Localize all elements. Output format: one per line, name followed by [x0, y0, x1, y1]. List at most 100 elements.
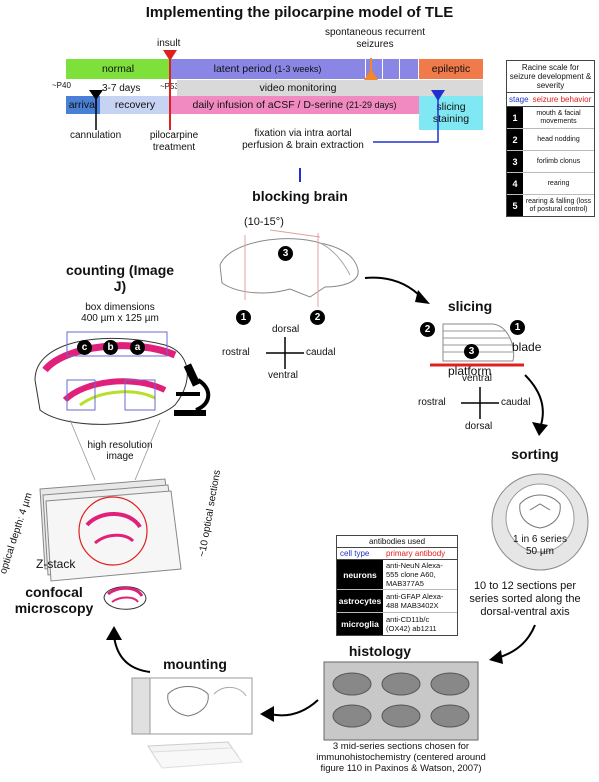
racine-stage: 3 — [507, 151, 523, 172]
slicing-marker-2: 2 — [420, 322, 435, 337]
racine-stage: 4 — [507, 173, 523, 194]
racine-row: 4 rearing — [507, 173, 594, 195]
antibody-cell: microglia — [337, 613, 383, 635]
microscope-icon — [174, 363, 211, 416]
counting-marker-c: c — [77, 340, 92, 355]
normal-bar: normal — [66, 59, 170, 79]
cannulation-marker-icon — [89, 90, 103, 100]
latent-label: latent period — [213, 63, 272, 75]
racine-row: 1 mouth & facial movements — [507, 107, 594, 129]
blocking-caudal: caudal — [306, 347, 336, 358]
racine-behavior: mouth & facial movements — [536, 109, 581, 125]
slicing-staining-label: slicing staining — [432, 101, 470, 125]
antibody-header: cell type primary antibody — [337, 548, 457, 560]
racine-row: 3 forlimb clonus — [507, 151, 594, 173]
antibody-name: anti-CD11b/c (OX42) ab1211 — [386, 615, 437, 633]
antibody-col-ab: primary antibody — [386, 549, 446, 558]
counting-highres: high resolution image — [87, 440, 153, 462]
p40-label: ~P40 — [52, 81, 71, 90]
arrow-to-histology-icon — [489, 624, 536, 664]
racine-col-stage: stage — [509, 95, 529, 104]
insult-marker-icon — [163, 50, 177, 61]
arrow-to-confocal-icon — [106, 626, 151, 673]
sorting-series: 1 in 6 series — [513, 534, 567, 545]
slicing-blade: blade — [512, 340, 542, 354]
blocking-marker-1: 1 — [236, 310, 251, 325]
racine-behavior: forlimb clonus — [536, 157, 581, 165]
racine-stage: 5 — [507, 195, 523, 216]
counting-marker-b: b — [103, 340, 118, 355]
blocking-dorsal: dorsal — [272, 324, 300, 335]
histology-heading: histology — [348, 643, 412, 659]
blocking-brain-drawing — [219, 229, 359, 307]
blocking-marker-2: 2 — [310, 310, 325, 325]
racine-behavior: rearing & falling (loss of postural cont… — [525, 197, 592, 213]
racine-table: Racine scale for seizure development & s… — [506, 60, 595, 217]
blocking-marker-3: 3 — [278, 246, 293, 261]
normal-label: normal — [101, 63, 135, 75]
timeline-markers — [89, 50, 445, 182]
racine-stage: 2 — [507, 129, 523, 150]
spontaneous-label: spontaneous recurrent seizures — [324, 27, 426, 50]
sorting-heading: sorting — [511, 446, 559, 462]
counting-heading: counting (Image J) — [65, 262, 175, 294]
spontaneous-marker-icon — [364, 69, 378, 80]
cannulation-label: cannulation — [70, 130, 122, 141]
latent-seg-3 — [400, 59, 418, 79]
racine-stage: 1 — [507, 107, 523, 128]
infusion-bar: daily infusion of aCSF / D-serine (21-29… — [170, 96, 419, 114]
antibody-cell: astrocytes — [337, 590, 383, 612]
latent-weeks: (1-3 weeks) — [274, 64, 322, 74]
sorting-desc: 10 to 12 sections per series sorted alon… — [469, 580, 581, 618]
sorting-thickness: 50 µm — [526, 546, 554, 557]
blocking-axis-cross — [266, 337, 304, 369]
latent-bar: latent period (1-3 weeks) — [170, 59, 365, 79]
video-bar: video monitoring — [177, 80, 419, 96]
counting-marker-a: a — [130, 340, 145, 355]
fixation-label: fixation via intra aortal perfusion & br… — [242, 128, 364, 151]
confocal-heading: confocal microscopy — [14, 584, 94, 616]
recovery-bar: recovery — [100, 96, 170, 114]
slicing-drawing — [430, 323, 524, 367]
blocking-angle: (10-15°) — [244, 216, 284, 228]
arrival-bar: arrival — [66, 96, 100, 114]
arrow-to-slicing-icon — [364, 276, 430, 304]
antibody-name: anti-NeuN Alexa-555 clone A60, MAB377A5 — [386, 561, 443, 588]
page-title: Implementing the pilocarpine model of TL… — [145, 4, 454, 21]
recovery-label: recovery — [114, 99, 156, 111]
histology-plate-drawing — [323, 661, 479, 741]
blocking-heading: blocking brain — [252, 188, 348, 204]
antibody-table: antibodies used cell type primary antibo… — [336, 535, 458, 636]
racine-caption: Racine scale for seizure development & s… — [507, 61, 594, 93]
slicing-axis-cross — [461, 387, 499, 419]
arrow-to-mounting-icon — [260, 699, 319, 722]
infusion-days: (21-29 days) — [345, 100, 397, 110]
video-label: video monitoring — [259, 82, 337, 94]
epileptic-label: epileptic — [431, 63, 471, 75]
counting-box-label: box dimensions — [85, 302, 155, 313]
fixation-marker-icon — [431, 90, 445, 101]
antibody-name: anti-GFAP Alexa-488 MAB3402X — [386, 592, 444, 610]
arrival-label: arrival — [68, 99, 98, 111]
antibody-col-cell: cell type — [340, 549, 370, 558]
racine-behavior: head nodding — [537, 135, 580, 143]
pilocarpine-label: pilocarpine treatment — [149, 130, 199, 153]
mounting-heading: mounting — [163, 656, 227, 672]
days-label: 3-7 days — [102, 83, 141, 94]
slicing-marker-3: 3 — [464, 344, 479, 359]
sorting-well-drawing — [491, 473, 589, 571]
confocal-sections: ~10 optical sections — [196, 469, 224, 558]
racine-header: stage seizure behavior — [507, 93, 594, 107]
slicing-platform: platform — [448, 364, 492, 378]
racine-row: 2 head nodding — [507, 129, 594, 151]
slicing-staining-bar: slicing staining — [419, 96, 483, 130]
infusion-label: daily infusion of aCSF / D-serine — [192, 99, 344, 111]
slicing-marker-1: 1 — [510, 320, 525, 335]
slicing-ventral: ventral — [462, 373, 493, 384]
latent-seg-2 — [383, 59, 399, 79]
racine-behavior: rearing — [547, 179, 570, 187]
